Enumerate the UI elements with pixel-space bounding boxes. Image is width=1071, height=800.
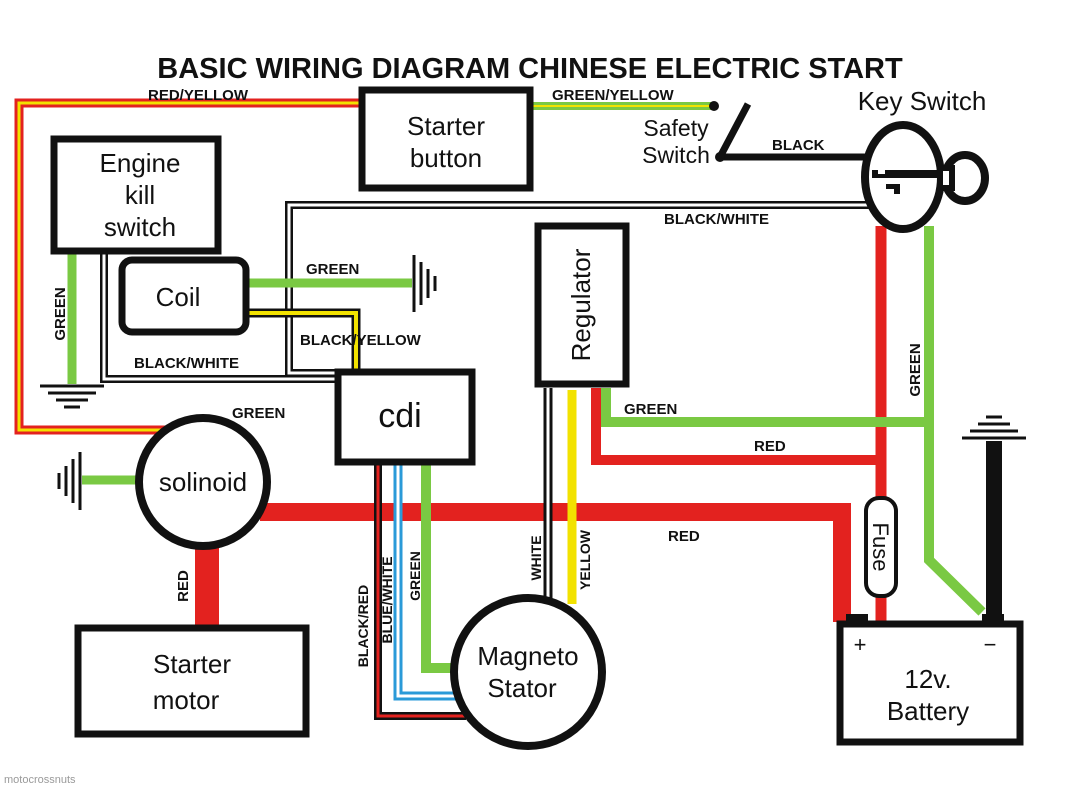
engine-kill-switch: Engine kill switch [50, 135, 222, 255]
starter-motor-label-line2: motor [153, 685, 220, 715]
battery-label-line2: Battery [887, 696, 969, 726]
wire-red-regulator [591, 388, 881, 465]
wire-black-yellow [246, 308, 361, 372]
label-red-yellow: RED/YELLOW [148, 87, 249, 104]
battery-minus-label: − [984, 632, 997, 657]
ground-symbol-solinoid [57, 452, 82, 510]
starter-button: Starter button [358, 86, 534, 192]
starter-button-label-line1: Starter [407, 111, 485, 141]
ground-symbol-coil [412, 255, 437, 312]
label-green-key: GREEN [907, 343, 924, 396]
starter-motor-label-line1: Starter [153, 649, 231, 679]
stator-label-line2: Stator [487, 673, 557, 703]
label-black-red: BLACK/RED [355, 585, 371, 667]
safety-switch: Safety Switch [642, 101, 752, 168]
key-switch-label: Key Switch [858, 86, 987, 116]
battery-ground-post [986, 441, 1002, 621]
safety-switch-label-line2: Switch [642, 142, 710, 168]
key-icon [872, 151, 989, 205]
label-blue-white: BLUE/WHITE [379, 556, 395, 643]
label-black-white-top: BLACK/WHITE [664, 211, 769, 228]
wire-green-key [924, 226, 986, 616]
kill-switch-label-line3: switch [104, 212, 176, 242]
ground-symbol-battery [962, 415, 1026, 440]
solinoid: solinoid [135, 414, 271, 550]
label-black-white-low: BLACK/WHITE [134, 355, 239, 372]
cdi: cdi [334, 368, 476, 466]
label-green-stator: GREEN [407, 551, 423, 601]
battery-label-line1: 12v. [904, 664, 951, 694]
label-black: BLACK [772, 137, 825, 154]
label-green-coil: GREEN [306, 261, 359, 278]
coil: Coil [118, 256, 250, 336]
starter-button-label-line2: button [410, 143, 482, 173]
wire-black-white-low [100, 250, 345, 383]
label-white: WHITE [528, 535, 544, 580]
kill-switch-label-line1: Engine [100, 148, 181, 178]
wire-blue-white [393, 462, 458, 701]
wire-red-main [260, 503, 851, 622]
stator-label-line1: Magneto [477, 641, 578, 671]
fuse: Fuse [864, 496, 898, 598]
magneto-stator: Magneto Stator [450, 594, 606, 750]
label-red-regulator: RED [754, 438, 786, 455]
diagram-title: BASIC WIRING DIAGRAM CHINESE ELECTRIC ST… [157, 53, 903, 85]
regulator-label: Regulator [566, 248, 596, 361]
label-yellow: YELLOW [577, 529, 593, 590]
fuse-label: Fuse [868, 523, 893, 572]
wire-green-regulator [601, 388, 933, 427]
cdi-label: cdi [378, 397, 421, 435]
wire-black-red [374, 462, 466, 720]
wire-black-white-top [285, 201, 872, 377]
label-green-kill: GREEN [52, 287, 69, 340]
safety-switch-label-line1: Safety [643, 115, 709, 141]
label-green-regulator: GREEN [624, 401, 677, 418]
battery-plus-label: + [854, 632, 867, 657]
label-black-yellow: BLACK/YELLOW [300, 332, 422, 349]
kill-switch-label-line2: kill [125, 180, 155, 210]
wire-green-stator [421, 462, 462, 673]
starter-motor: Starter motor [74, 624, 310, 738]
label-green-solinoid: GREEN [232, 405, 285, 422]
label-red-main: RED [668, 528, 700, 545]
watermark-text: motocrossnuts [4, 774, 76, 786]
regulator: Regulator [534, 222, 630, 388]
label-green-yellow: GREEN/YELLOW [552, 87, 675, 104]
solinoid-label: solinoid [159, 467, 247, 497]
key-switch: Key Switch [858, 86, 989, 233]
battery: + − 12v. Battery [836, 614, 1024, 746]
wire-red-yellow [14, 98, 362, 435]
ground-symbol-kill [40, 384, 104, 409]
label-red-starter: RED [175, 570, 192, 602]
coil-label: Coil [156, 282, 201, 312]
